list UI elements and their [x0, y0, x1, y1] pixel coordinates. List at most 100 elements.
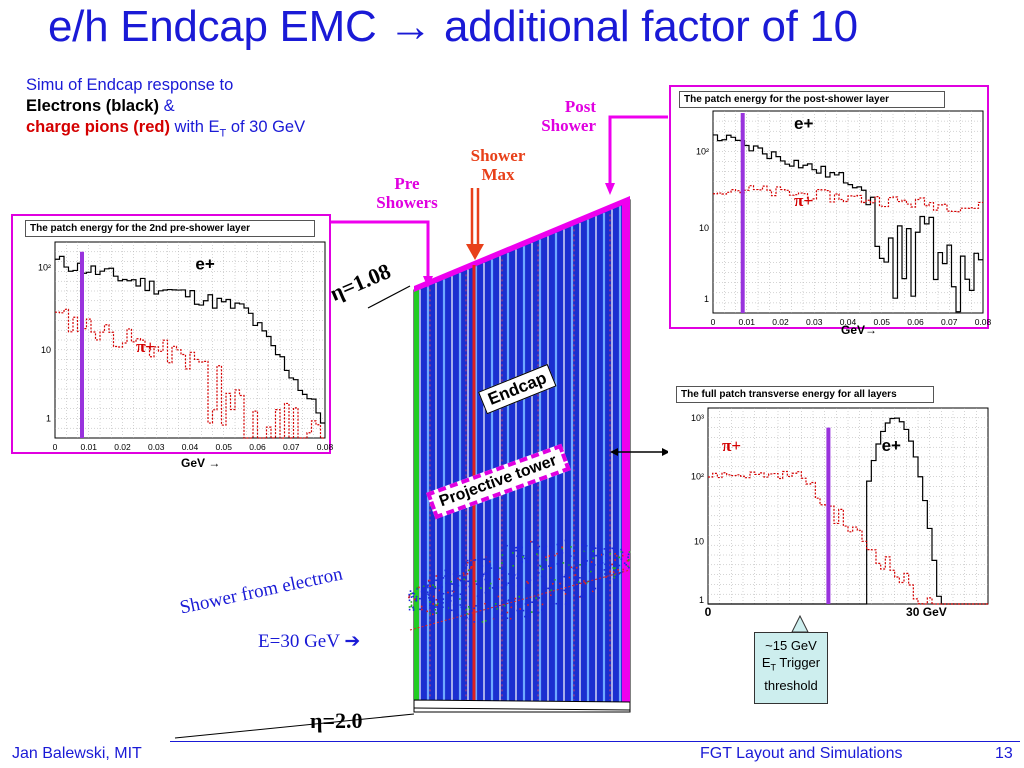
y-tick-label: 10² [696, 146, 709, 156]
shower-hit [561, 552, 564, 554]
shower-hit [463, 584, 466, 586]
shower-hit [526, 580, 528, 583]
shower-hit [444, 569, 447, 572]
shower-hit [423, 603, 426, 605]
x-tick-label: 0.02 [114, 442, 131, 452]
shower-hit [450, 609, 453, 612]
shower-hit [519, 581, 521, 583]
y-tick-label: 10 [41, 345, 51, 355]
shower-hit [467, 569, 470, 572]
shower-hit [554, 579, 556, 581]
shower-hit [564, 574, 566, 576]
shower-hit [440, 615, 442, 617]
shower-hit [570, 546, 572, 548]
shower-hit [559, 582, 561, 585]
shower-hit [523, 557, 526, 560]
shower-hit [493, 598, 496, 600]
y-tick-label: 1 [699, 595, 704, 605]
shower-hit [416, 588, 418, 590]
shower-hit [453, 565, 456, 567]
shower-hit [548, 555, 550, 557]
shower-hit [535, 597, 537, 600]
shower-hit [522, 556, 524, 558]
shower-hit [482, 575, 484, 577]
shower-hit [427, 591, 429, 593]
x-tick-label: 0.02 [772, 317, 789, 327]
shower-hit [569, 565, 571, 567]
shower-hit [465, 608, 468, 611]
shower-hit [603, 569, 606, 571]
shower-hit [584, 559, 587, 562]
shower-hit [437, 608, 440, 610]
shower-hit [601, 559, 603, 562]
shower-hit [551, 562, 553, 565]
shower-hit [525, 587, 527, 590]
shower-hit [420, 590, 423, 593]
shower-hit [434, 587, 437, 590]
pion-histogram [55, 308, 325, 439]
shower-hit [427, 593, 429, 595]
plot-area [707, 407, 989, 605]
shower-hit [416, 586, 418, 589]
shower-hit [493, 617, 495, 619]
shower-hit [423, 589, 425, 591]
shower-hit [543, 547, 546, 549]
shower-hit [480, 585, 482, 587]
shower-hit [422, 584, 425, 586]
shower-hit [597, 574, 599, 577]
shower-hit [440, 581, 442, 583]
shower-hit [497, 595, 500, 598]
shower-hit [516, 573, 519, 575]
shower-hit [506, 611, 509, 614]
shower-hit [432, 584, 434, 586]
eta-top-line [367, 285, 411, 309]
shower-hit [473, 607, 475, 610]
shower-hit [485, 601, 487, 603]
shower-hit [561, 546, 563, 548]
shower-hit [474, 580, 477, 582]
shower-hit [438, 582, 440, 585]
shower-hit [450, 580, 452, 583]
shower-hit [607, 569, 610, 572]
shower-hit [512, 560, 515, 562]
shower-hit [434, 604, 437, 606]
shower-hit [563, 589, 566, 592]
shower-hit [496, 567, 498, 570]
shower-hit [503, 615, 505, 617]
shower-hit [616, 576, 619, 578]
shower-hit [418, 586, 420, 589]
shower-hit [621, 551, 624, 554]
shower-hit [622, 568, 624, 571]
pre-shower-layer [414, 290, 419, 708]
shower-hit [520, 601, 523, 604]
shower-hit [425, 596, 427, 599]
shower-hit [540, 575, 543, 578]
y-tick-label: 10³ [691, 413, 704, 423]
shower-hit [575, 566, 578, 569]
x-tick-label: 0 [711, 317, 716, 327]
shower-hit [616, 552, 619, 554]
shower-hit [524, 615, 526, 618]
eta-bottom-label: η=2.0 [310, 708, 363, 733]
shower-hit [473, 559, 475, 562]
shower-hit [613, 549, 616, 551]
shower-hit [550, 567, 552, 569]
shower-hit [568, 564, 570, 567]
shower-hit [595, 554, 597, 557]
shower-hit [606, 582, 609, 584]
shower-hit [544, 570, 547, 572]
shower-hit [527, 561, 529, 563]
post-shower-xaxis-label: GeV→ [841, 323, 878, 337]
shower-hit [603, 548, 606, 550]
shower-hit [489, 564, 492, 566]
shower-hit [413, 592, 415, 595]
shower-hit [525, 612, 528, 615]
shower-hit [609, 567, 612, 569]
shower-hit [510, 556, 512, 559]
shower-hit [610, 564, 612, 567]
shower-hit [516, 555, 518, 557]
full-patch-plot-title: The full patch transverse energy for all… [676, 386, 934, 403]
shower-hit [494, 574, 496, 576]
shower-hit [508, 601, 511, 604]
shower-hit [468, 585, 470, 588]
